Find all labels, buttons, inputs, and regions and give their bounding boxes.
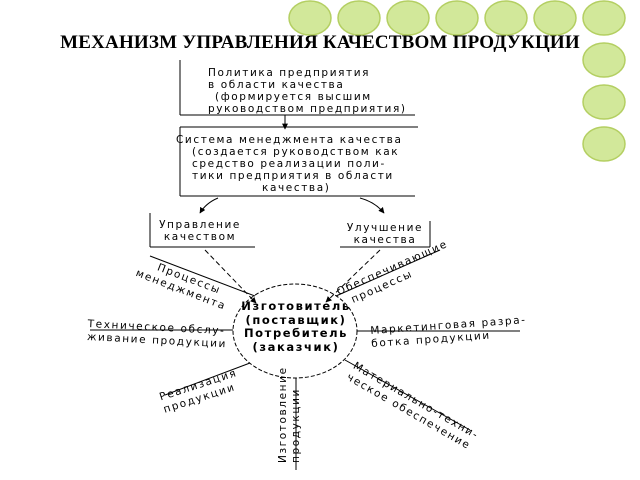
page-title: МЕХАНИЗМ УПРАВЛЕНИЯ КАЧЕСТВОМ ПРОДУКЦИИ [60,32,580,53]
policy-line1: Политика предприятия [208,67,371,79]
bubble-decoration [582,84,626,120]
center-line2: (поставщик) [245,312,347,327]
center-label: Изготовитель (поставщик) Потребитель (за… [222,299,370,354]
improvement-to-center-arrow [325,249,381,303]
system-to-improvement-arrow [359,197,385,214]
improvement-line1: Улучшение [346,222,424,234]
bubble-decoration [582,0,626,36]
spoke-line [344,359,471,431]
policy-line4: руководством предприятия) [208,103,407,115]
management-to-center-arrow [204,249,257,304]
system-to-management-arrow [199,197,219,214]
system-line1: Система менеджмента качества [176,134,403,146]
center-line3: Потребитель [243,326,349,340]
management-line1: Управление [159,219,241,231]
policy-line2: в области качества [208,79,345,91]
spoke-line [149,255,256,297]
spoke-line [335,249,441,297]
bubble-decoration [582,126,626,162]
spoke-manufacturing-line1: Изготовление [277,366,289,463]
system-line2: (создается руководством как [192,146,400,158]
management-line2: качеством [163,231,237,243]
bubble-decoration [582,42,626,78]
spoke-manufacturing-line2: продукции [289,388,302,463]
center-line4: (заказчик) [252,339,340,354]
bubble-decoration [337,0,381,36]
spoke-line [164,362,251,396]
improvement-line2: качества [353,234,417,246]
center-line1: Изготовитель [241,299,351,313]
bubble-decoration [533,0,577,36]
system-line4: тики предприятия в области [192,170,394,182]
spoke-manufacturing: Изготовление продукции [277,366,302,463]
bubble-decoration [288,0,332,36]
bubble-decoration [386,0,430,36]
system-line5: качества) [262,182,331,194]
bubble-decoration [435,0,479,36]
policy-line3: (формируется высшим [215,91,372,103]
system-line3: средство реализации поли- [192,158,386,170]
bubble-decoration [484,0,528,36]
